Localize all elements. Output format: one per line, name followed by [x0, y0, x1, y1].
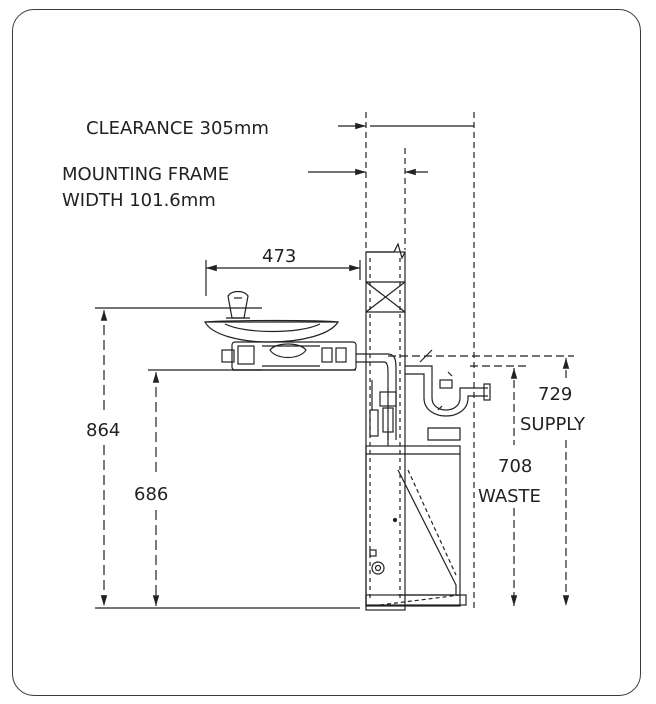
supply-pipe	[356, 349, 433, 446]
supply-label: SUPPLY	[520, 414, 586, 435]
mounting-frame-label-line1: MOUNTING FRAME	[62, 164, 229, 185]
fountain-bowl	[204, 319, 340, 343]
waste-height-dimension	[470, 365, 526, 606]
bowl-depth-dimension	[205, 260, 361, 296]
diagram-frame	[12, 9, 641, 696]
chiller-cabinet	[365, 445, 467, 607]
waste-label: WASTE	[478, 486, 541, 507]
valve-housing	[221, 341, 357, 371]
bubbler	[226, 290, 250, 319]
clearance-dimension	[338, 112, 475, 610]
wall-frame	[365, 242, 406, 611]
mounting-frame-label-line2: WIDTH 101.6mm	[62, 190, 216, 211]
total-height-dimension	[95, 307, 360, 609]
waste-trap	[405, 365, 491, 441]
supply-value-label: 729	[538, 384, 572, 405]
clearance-label: CLEARANCE 305mm	[86, 118, 269, 139]
supply-height-dimension	[388, 355, 574, 606]
bowl-depth-label: 473	[262, 246, 296, 267]
waste-value-label: 708	[498, 456, 532, 477]
mounting-frame-dimension	[308, 148, 428, 250]
total-height-label: 864	[86, 420, 120, 441]
rim-height-label: 686	[134, 484, 168, 505]
